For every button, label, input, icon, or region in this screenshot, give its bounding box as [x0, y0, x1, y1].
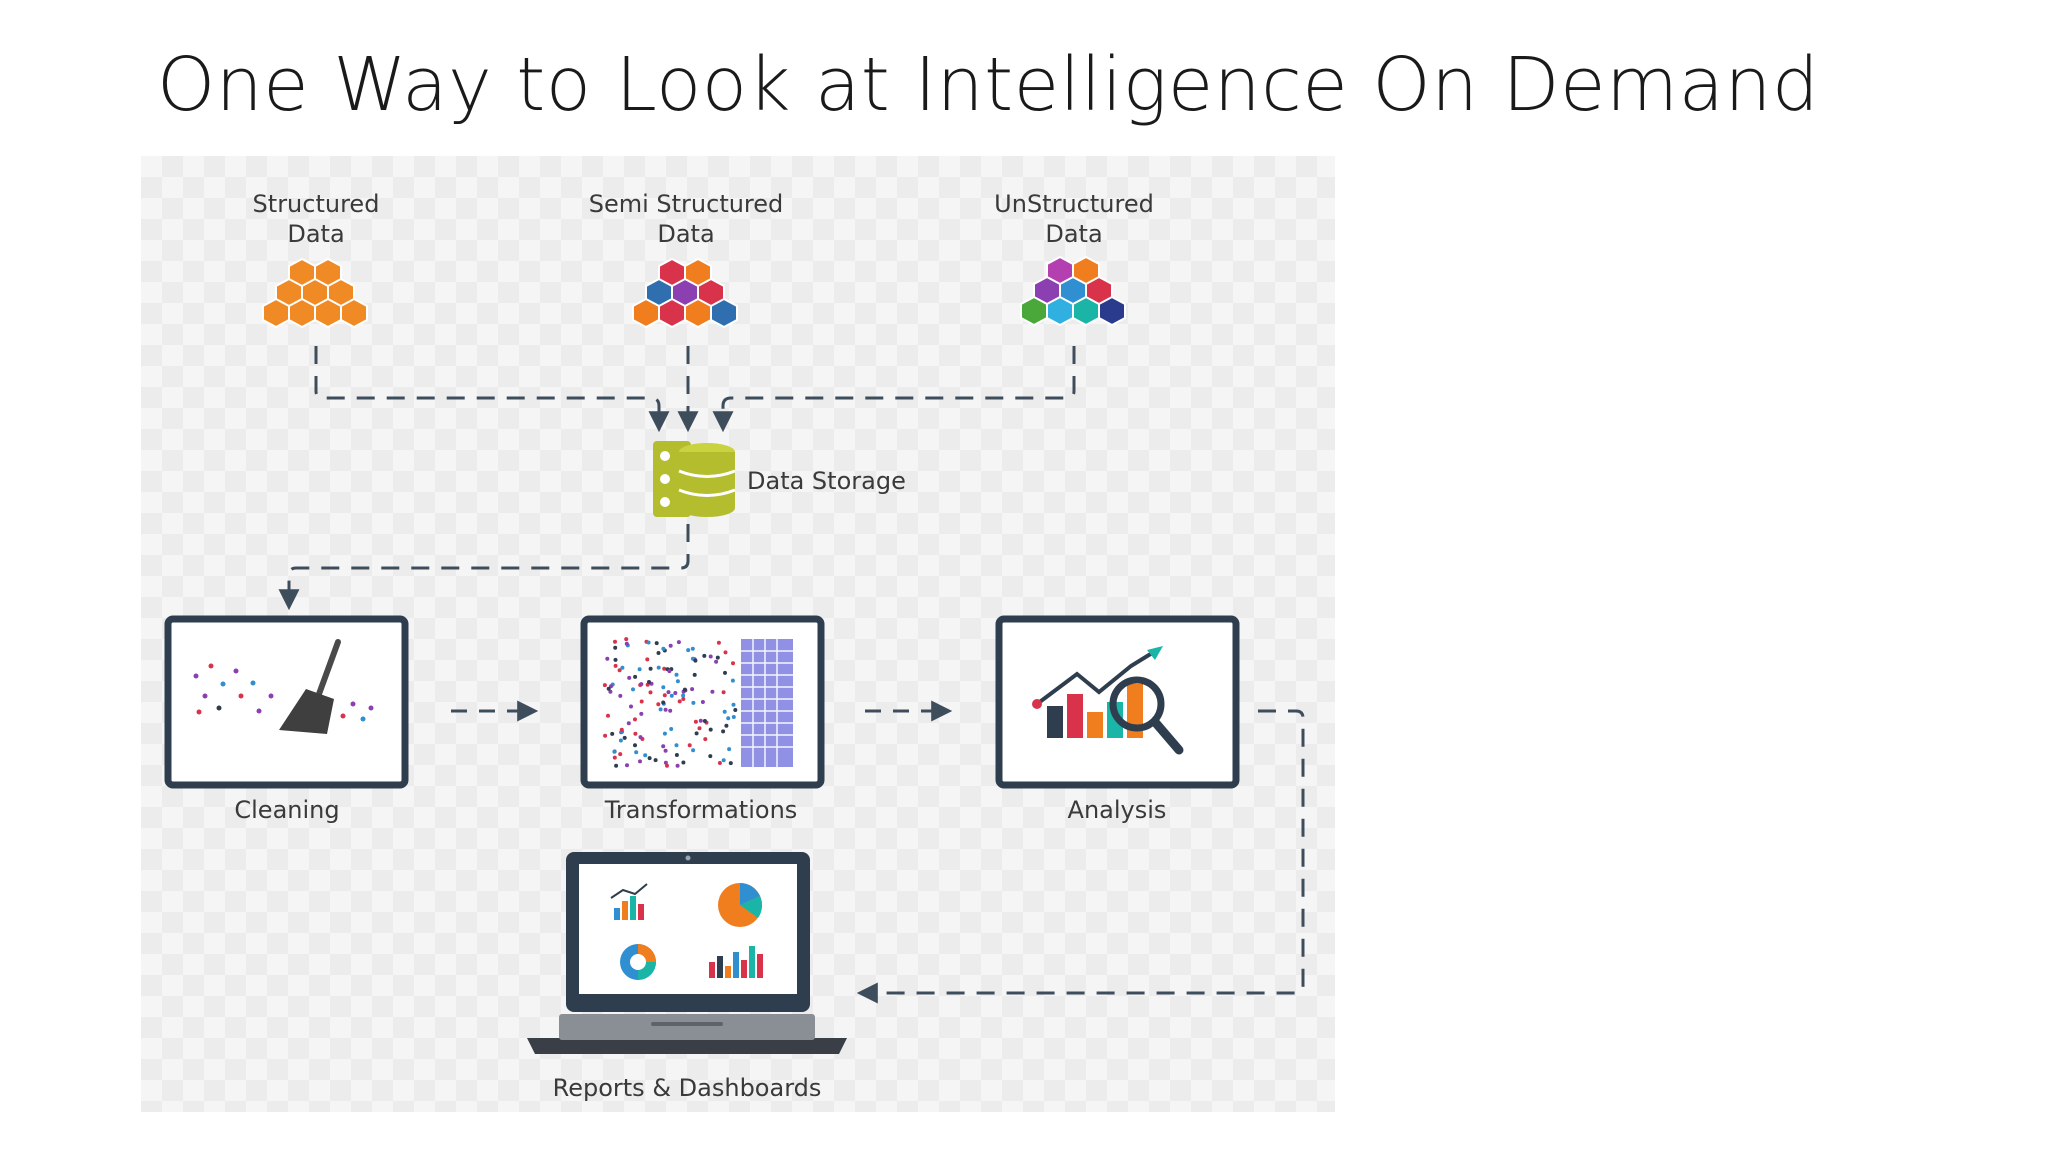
transformations-label: Transformations — [604, 796, 798, 824]
cleaning-monitor — [164, 615, 409, 789]
source-structured-label-1: Structured — [253, 190, 380, 218]
source-semi-structured-label-1: Semi Structured — [589, 190, 784, 218]
reports-dashboards-label: Reports & Dashboards — [553, 1074, 822, 1102]
source-structured-label-2: Data — [287, 220, 344, 248]
source-connectors — [314, 346, 1076, 433]
scatter-dots-icon — [193, 663, 374, 722]
source-unstructured-label-1: UnStructured — [994, 190, 1154, 218]
source-unstructured-label-2: Data — [1045, 220, 1102, 248]
unstructured-cube-cluster-icon — [1020, 255, 1126, 327]
cleaning-label: Cleaning — [234, 796, 339, 824]
database-server-icon — [653, 441, 736, 517]
data-storage-label: Data Storage — [747, 467, 906, 495]
structured-cube-cluster-icon — [262, 257, 368, 329]
semi-structured-cube-cluster-icon — [632, 257, 738, 329]
analysis-to-reports-connector — [856, 709, 1305, 1004]
slide-title: One Way to Look at Intelligence On Deman… — [157, 42, 1820, 128]
analysis-label: Analysis — [1068, 796, 1167, 824]
broom-icon — [279, 639, 341, 734]
storage-to-cleaning-connector — [278, 524, 690, 611]
scatter-to-grid-icon — [602, 637, 738, 768]
source-semi-structured-label-2: Data — [657, 220, 714, 248]
diagram-canvas: Structured Data Semi Structured Data UnS… — [164, 190, 1305, 1102]
analysis-chart-magnifier-icon — [1032, 646, 1184, 755]
data-pipeline-diagram: Structured Data Semi Structured Data UnS… — [141, 156, 1335, 1112]
dashboard-laptop-icon — [527, 852, 847, 1054]
transformations-monitor — [580, 615, 825, 789]
analysis-monitor — [995, 615, 1240, 789]
